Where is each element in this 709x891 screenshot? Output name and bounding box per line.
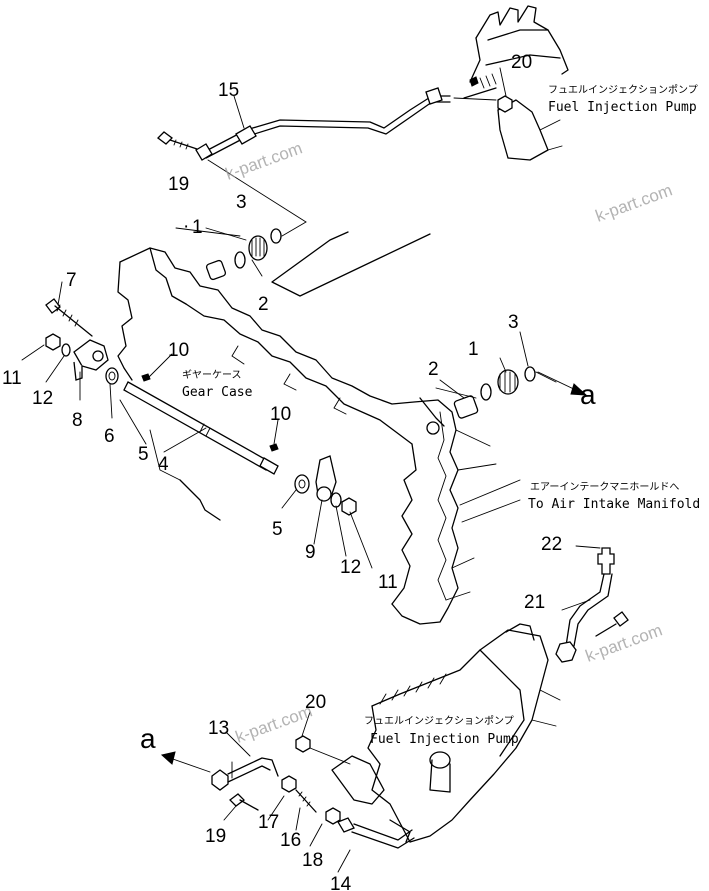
tube-assembly-top-drawing bbox=[157, 87, 557, 419]
fuel-injection-pump-bottom-label: フュエルインジェクションポンプ Fuel Injection Pump bbox=[364, 715, 519, 747]
air-intake-label: エアーインテークマニホールドへ To Air Intake Manifold bbox=[528, 481, 700, 512]
gear-case-label: ギヤーケース Gear Case bbox=[182, 369, 253, 400]
fuel-injection-pump-top-en: Fuel Injection Pump bbox=[548, 100, 697, 115]
part-number-label: 5 bbox=[272, 519, 283, 540]
watermark-text: k-part.com bbox=[583, 620, 665, 665]
connector-letter-a-left: a bbox=[140, 723, 156, 754]
part-number-label: 12 bbox=[32, 388, 53, 409]
connector-letter-a-right: a bbox=[580, 379, 596, 410]
fuel-injection-pump-top-drawing bbox=[463, 5, 569, 161]
part-number-label: 6 bbox=[104, 426, 115, 447]
watermark-text: k-part.com bbox=[593, 180, 675, 225]
part-number-label: 1 bbox=[468, 339, 479, 360]
part-number-labels: · 1 1 2 2 3 3 4 5 5 6 7 8 9 10 10 11 11 … bbox=[2, 52, 562, 891]
fuel-injection-pump-top-label: フュエルインジェクションポンプ Fuel Injection Pump bbox=[548, 84, 698, 115]
gear-case-housing-drawing bbox=[117, 231, 521, 625]
part-number-label: 2 bbox=[428, 359, 439, 380]
watermark-text: k-part.com bbox=[223, 138, 305, 183]
tube-assembly-bottom-drawing bbox=[211, 545, 629, 873]
part-number-label: 16 bbox=[280, 830, 301, 851]
part-number-label: 15 bbox=[218, 80, 239, 101]
part-number-label: 12 bbox=[340, 557, 361, 578]
part-number-label: 9 bbox=[305, 542, 316, 563]
fuel-injection-pump-top-jp: フュエルインジェクションポンプ bbox=[548, 84, 698, 96]
gear-case-en: Gear Case bbox=[182, 385, 253, 400]
gear-case-jp: ギヤーケース bbox=[182, 369, 242, 381]
part-number-label: 11 bbox=[378, 572, 398, 593]
fuel-injection-pump-bottom-jp: フュエルインジェクションポンプ bbox=[364, 715, 514, 727]
part-number-label: 4 bbox=[158, 454, 169, 475]
air-intake-en: To Air Intake Manifold bbox=[528, 497, 700, 512]
air-intake-jp: エアーインテークマニホールドへ bbox=[530, 481, 679, 493]
part-number-label: 19 bbox=[168, 174, 189, 195]
leader-lines bbox=[175, 67, 507, 399]
part-number-label: 11 bbox=[2, 368, 22, 389]
part-number-label: 17 bbox=[258, 812, 279, 833]
part-number-label: 14 bbox=[330, 874, 352, 891]
part-number-label: 20 bbox=[305, 692, 326, 713]
connector-arrows bbox=[160, 371, 588, 773]
part-number-label: 5 bbox=[138, 444, 149, 465]
part-number-label: 3 bbox=[236, 192, 247, 213]
linkage-parts-drawing bbox=[21, 281, 373, 569]
part-number-label: 3 bbox=[508, 312, 519, 333]
part-number-label: 2 bbox=[258, 294, 269, 315]
part-number-label: 10 bbox=[168, 340, 189, 361]
part-number-label: 19 bbox=[205, 826, 226, 847]
part-number-label: 10 bbox=[270, 404, 291, 425]
part-number-label: 13 bbox=[208, 718, 229, 739]
fuel-injection-pump-bottom-drawing bbox=[331, 623, 561, 843]
part-number-label: 8 bbox=[72, 410, 83, 431]
part-number-label: 21 bbox=[524, 592, 545, 613]
part-number-label: 18 bbox=[302, 850, 323, 871]
fuel-injection-pump-bottom-en: Fuel Injection Pump bbox=[370, 732, 519, 747]
part-number-label: 1 bbox=[192, 217, 203, 238]
part-number-label: 7 bbox=[66, 270, 77, 291]
part-number-label: 20 bbox=[511, 52, 532, 73]
part-number-label: · bbox=[183, 216, 189, 237]
watermarks: k-part.com k-part.com k-part.com k-part.… bbox=[223, 138, 675, 746]
part-number-label: 22 bbox=[541, 534, 562, 555]
